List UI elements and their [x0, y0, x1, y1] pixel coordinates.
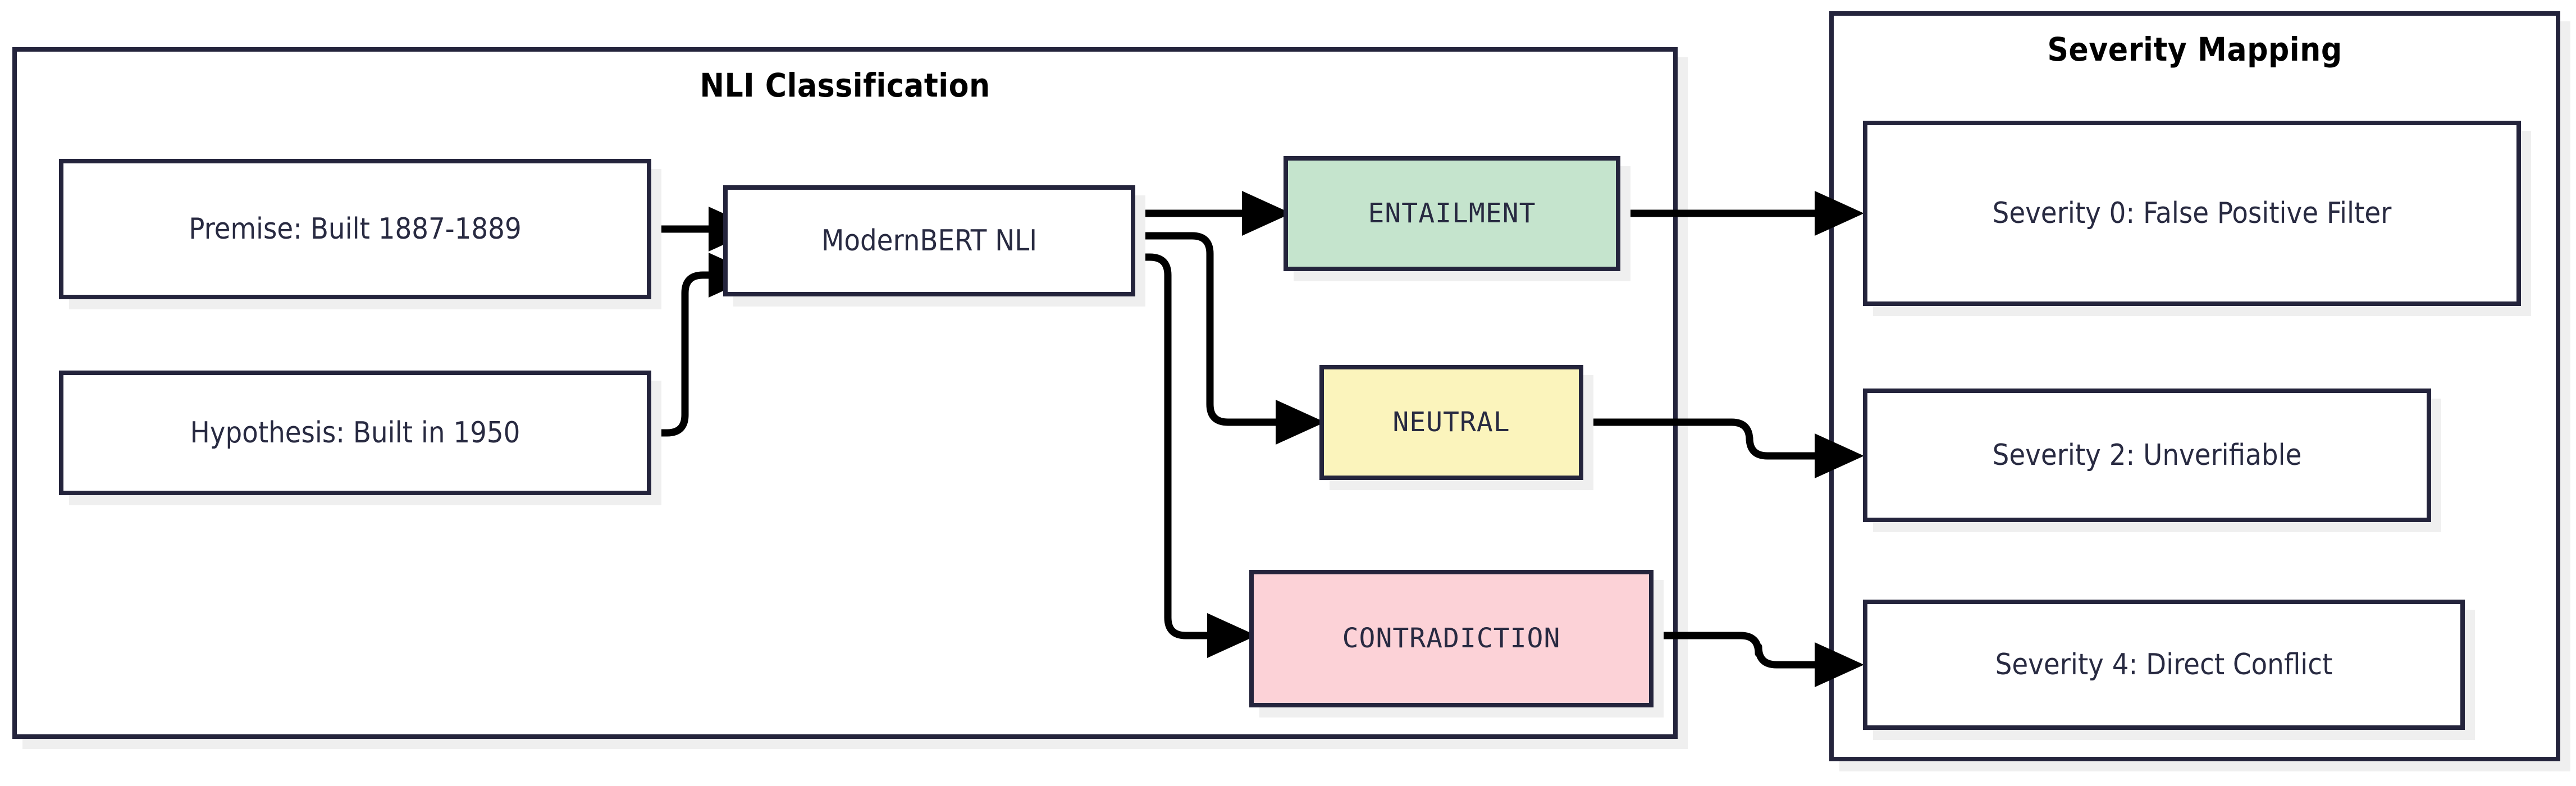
node-premise-label: Premise: Built 1887-1889 [189, 212, 522, 246]
node-severity-4[interactable]: Severity 4: Direct Conflict [1863, 600, 2465, 730]
node-hypothesis-label: Hypothesis: Built in 1950 [190, 415, 520, 450]
node-contradiction[interactable]: CONTRADICTION [1249, 570, 1654, 707]
node-entailment[interactable]: ENTAILMENT [1284, 156, 1620, 271]
node-neutral[interactable]: NEUTRAL [1319, 365, 1583, 480]
node-contradiction-label: CONTRADICTION [1342, 622, 1561, 654]
node-neutral-label: NEUTRAL [1392, 406, 1510, 438]
node-severity-2-label: Severity 2: Unverifiable [1992, 438, 2302, 472]
subgraph-title-nli-classification: NLI Classification [700, 66, 990, 104]
node-severity-2[interactable]: Severity 2: Unverifiable [1863, 389, 2431, 522]
node-severity-4-label: Severity 4: Direct Conflict [1995, 647, 2333, 682]
subgraph-title-severity-mapping: Severity Mapping [2047, 30, 2342, 68]
node-entailment-label: ENTAILMENT [1368, 197, 1536, 229]
node-hypothesis[interactable]: Hypothesis: Built in 1950 [59, 371, 651, 495]
node-modernbert-nli-label: ModernBERT NLI [821, 223, 1038, 258]
node-premise[interactable]: Premise: Built 1887-1889 [59, 159, 651, 299]
node-severity-0[interactable]: Severity 0: False Positive Filter [1863, 121, 2521, 306]
node-severity-0-label: Severity 0: False Positive Filter [1992, 196, 2392, 230]
node-modernbert-nli[interactable]: ModernBERT NLI [723, 185, 1135, 296]
